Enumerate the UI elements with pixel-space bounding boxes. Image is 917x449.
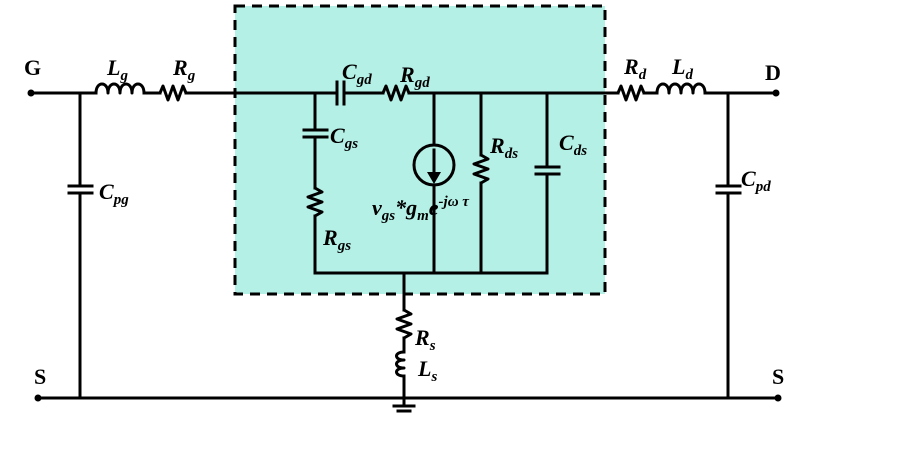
inductor-ls: [395, 350, 406, 378]
terminal-d: D: [765, 60, 781, 85]
inductor-lg: [94, 82, 146, 95]
label-current-source-expression: vgs*gme-jω τ: [372, 194, 470, 224]
current-source-branch: [412, 91, 456, 275]
label-cpg: Cpg: [99, 179, 129, 208]
resistor-rd: [616, 84, 646, 102]
resistor-rgd: [381, 84, 411, 102]
rds-branch: [472, 91, 490, 275]
resistor-rs: [395, 308, 413, 340]
cds-branch: [534, 91, 561, 275]
source-branch: [392, 271, 416, 413]
resistor-rg: [158, 84, 188, 102]
label-ls: Ls: [417, 356, 437, 385]
cpd-branch: [715, 91, 742, 400]
label-lg: Lg: [106, 55, 128, 84]
label-cgd: Cgd: [342, 59, 372, 88]
top-line: [27, 80, 780, 106]
label-rs: Rs: [414, 325, 436, 354]
bottom-source-line: [34, 394, 782, 402]
terminal-s-right: S: [772, 364, 784, 389]
label-rds: Rds: [489, 133, 518, 162]
cpg-branch: [67, 91, 94, 400]
label-cds: Cds: [559, 130, 587, 159]
label-cgs: Cgs: [330, 123, 358, 152]
label-cpd: Cpd: [741, 166, 771, 195]
label-rgs: Rgs: [322, 225, 351, 254]
terminal-s-left: S: [34, 364, 46, 389]
label-rg: Rg: [172, 55, 196, 84]
terminal-g: G: [24, 55, 41, 80]
cgs-rgs-branch: [302, 91, 329, 275]
label-ld: Ld: [671, 54, 693, 83]
label-rgd: Rgd: [399, 62, 430, 91]
inductor-ld: [655, 82, 707, 95]
label-rd: Rd: [623, 54, 647, 83]
